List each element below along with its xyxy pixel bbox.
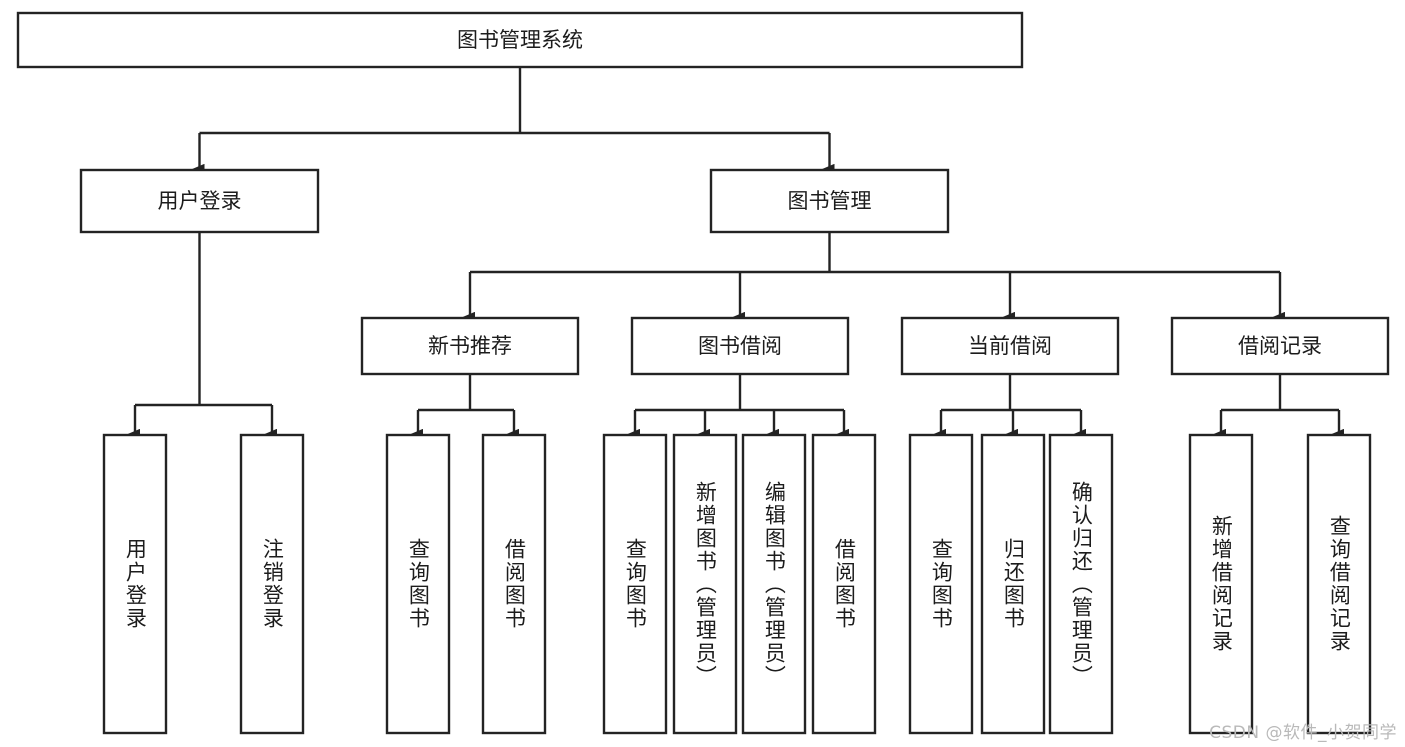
node-box-root[interactable] (16, 11, 1024, 69)
node-box-leaf-borrow-book[interactable] (811, 433, 877, 735)
node-box-leaf-confirm-return-admin[interactable] (1048, 433, 1114, 735)
node-label-borrow-record: 借阅记录 (1238, 334, 1322, 358)
node-label-root: 图书管理系统 (457, 28, 583, 52)
node-box-leaf-edit-book-admin[interactable] (741, 433, 807, 735)
node-box-leaf-user-login[interactable] (102, 433, 168, 735)
node-box-new-book-recommend[interactable] (360, 316, 580, 376)
node-box-layer (16, 11, 1390, 735)
node-box-leaf-logout[interactable] (239, 433, 305, 735)
node-label-user-login: 用户登录 (158, 189, 242, 213)
node-box-borrow-record[interactable] (1170, 316, 1390, 376)
node-box-current-borrow[interactable] (900, 316, 1120, 376)
watermark-text: CSDN @软件_小贺同学 (1209, 723, 1397, 743)
node-label-book-borrow: 图书借阅 (698, 334, 782, 358)
node-box-user-login[interactable] (79, 168, 320, 234)
node-box-leaf-query-book-recommend[interactable] (385, 433, 451, 735)
node-label-new-book-recommend: 新书推荐 (428, 334, 512, 358)
node-box-book-borrow[interactable] (630, 316, 850, 376)
node-box-leaf-return-book[interactable] (980, 433, 1046, 735)
node-label-current-borrow: 当前借阅 (968, 334, 1052, 358)
connector-layer (135, 67, 1339, 434)
node-box-leaf-query-book-current[interactable] (908, 433, 974, 735)
node-box-leaf-add-book-admin[interactable] (672, 433, 738, 735)
node-box-leaf-add-borrow-record[interactable] (1188, 433, 1254, 735)
node-label-book-management: 图书管理 (788, 189, 872, 213)
node-box-leaf-query-book-borrow[interactable] (602, 433, 668, 735)
node-box-book-management[interactable] (709, 168, 950, 234)
node-box-leaf-query-borrow-record[interactable] (1306, 433, 1372, 735)
node-box-leaf-borrow-book-recommend[interactable] (481, 433, 547, 735)
